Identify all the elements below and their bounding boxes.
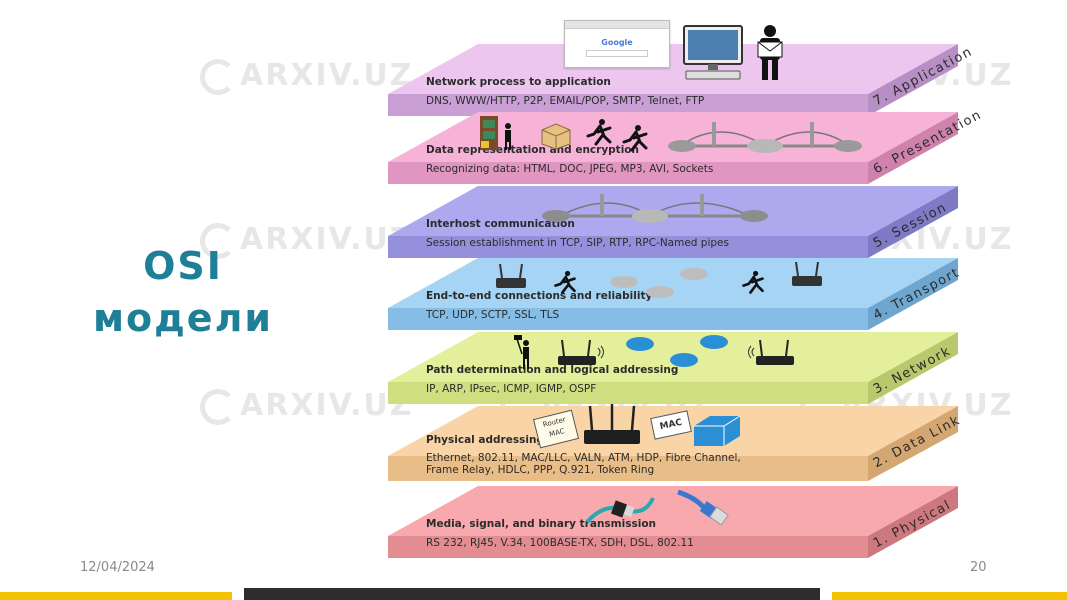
layer-top-face <box>388 112 958 162</box>
layer-front-face <box>388 382 868 404</box>
layer-protocols-line: Session establishment in TCP, SIP, RTP, … <box>426 237 729 249</box>
fiber-cable-icon <box>585 497 655 524</box>
layer-protocols-line: DNS, WWW/HTTP, P2P, EMAIL/POP, SMTP, Tel… <box>426 95 705 107</box>
layer-side-face <box>868 406 958 481</box>
layer-top-face <box>388 44 958 94</box>
layer-heading: End-to-end connections and reliability <box>426 290 653 302</box>
layer-protocols-line: Recognizing data: HTML, DOC, JPEG, MP3, … <box>426 163 714 175</box>
layer-protocols-line: RS 232, RJ45, V.34, 100BASE-TX, SDH, DSL… <box>426 537 694 549</box>
user-with-mail-icon <box>757 25 783 80</box>
watermark: ARXIV.UZ <box>200 58 413 95</box>
layer-protocols-line: IP, ARP, IPsec, ICMP, IGMP, OSPF <box>426 383 597 395</box>
desktop-computer-icon <box>683 25 743 80</box>
layer-protocols: Recognizing data: HTML, DOC, JPEG, MP3, … <box>426 163 713 175</box>
osi-layer-slab <box>388 112 958 184</box>
running-courier-icon <box>554 270 576 294</box>
layer-top-face <box>388 186 958 236</box>
layer-heading: Media, signal, and binary transmission <box>426 518 657 530</box>
slide-title: OSI модели <box>92 244 274 340</box>
ethernet-cable-icon <box>677 489 729 526</box>
layer-protocols-line: TCP, UDP, SCTP, SSL, TLS <box>426 309 560 321</box>
layer-front-face <box>388 94 868 116</box>
running-courier-icon <box>586 119 612 146</box>
layer-side-face <box>868 258 958 330</box>
router-icon <box>792 262 822 286</box>
router-icon <box>496 264 526 288</box>
watermark: ARXIV.UZ <box>200 388 413 425</box>
person-with-flag-icon <box>514 335 529 369</box>
layer-protocols-line: Frame Relay, HDLC, PPP, Q.921, Token Rin… <box>426 464 655 476</box>
layer-side-face <box>868 44 958 116</box>
running-courier-icon <box>742 270 764 294</box>
router-cluster-icon <box>626 335 728 367</box>
layer-heading: Path determination and logical addressin… <box>426 364 679 376</box>
search-brand-logo: Google <box>601 38 633 47</box>
wireless-router-icon <box>584 404 640 444</box>
osi-layer-slab <box>388 186 958 258</box>
layer-protocols: Session establishment in TCP, SIP, RTP, … <box>426 237 729 249</box>
footer-dark-bar <box>244 588 820 600</box>
network-switch-icon <box>694 415 741 446</box>
network-switch-cluster-icon <box>610 268 708 298</box>
slide-page-number: 20 <box>970 560 987 575</box>
layer-front-face <box>388 236 868 258</box>
file-cabinet-icon <box>480 116 511 150</box>
layer-protocols: Ethernet, 802.11, MAC/LLC, VALN, ATM, HD… <box>426 452 741 476</box>
osi-layer-slab <box>388 258 958 330</box>
slide-date: 12/04/2024 <box>80 560 155 575</box>
watermark: ARXIV.UZ <box>200 222 413 259</box>
layer-side-face <box>868 186 958 258</box>
bridge-network-icon <box>668 122 862 153</box>
layer-top-face <box>388 486 958 536</box>
layer-top-face <box>388 258 958 308</box>
layer-heading: Network process to application <box>426 76 611 88</box>
layer-heading: Interhost communication <box>426 218 575 230</box>
osi-layer-slab <box>388 44 958 116</box>
wireless-router-icon <box>558 339 604 365</box>
footer-accent-right <box>832 592 1067 600</box>
layer-protocols: DNS, WWW/HTTP, P2P, EMAIL/POP, SMTP, Tel… <box>426 95 704 107</box>
footer-accent-left <box>0 592 232 600</box>
layer-front-face <box>388 162 868 184</box>
layer-protocols-line: Ethernet, 802.11, MAC/LLC, VALN, ATM, HD… <box>426 452 741 464</box>
package-box-icon <box>541 123 571 150</box>
osi-layer-slab <box>388 486 958 558</box>
layer-front-face <box>388 308 868 330</box>
session-bridge-icon <box>542 194 768 223</box>
layer-side-face <box>868 112 958 184</box>
layer-side-face <box>868 486 958 558</box>
wireless-router-icon <box>748 339 794 365</box>
layer-protocols: IP, ARP, IPsec, ICMP, IGMP, OSPF <box>426 383 596 395</box>
layer-front-face <box>388 536 868 558</box>
layer-heading: Physical addressing <box>426 434 544 446</box>
layer-front-face <box>388 456 868 481</box>
running-courier-icon <box>622 125 648 152</box>
layer-protocols: RS 232, RJ45, V.34, 100BASE-TX, SDH, DSL… <box>426 537 694 549</box>
layer-heading: Data representation and encryption <box>426 144 639 156</box>
layer-side-face <box>868 332 958 404</box>
layer-protocols: TCP, UDP, SCTP, SSL, TLS <box>426 309 559 321</box>
browser-window-icon: Google <box>564 20 670 68</box>
